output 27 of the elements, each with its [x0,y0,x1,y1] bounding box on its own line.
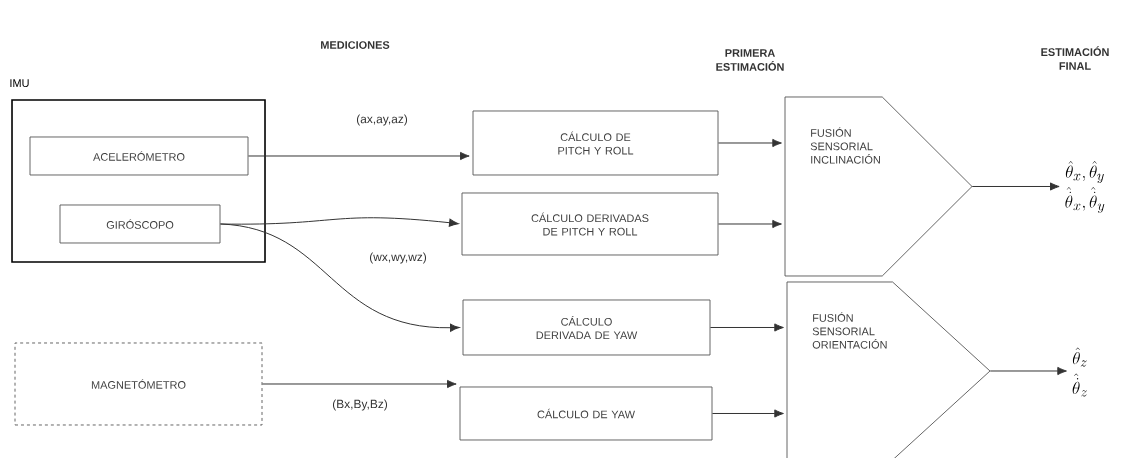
output-formula: $\hat{\theta}_x, \hat{\theta}_y$ $\hat{\dot{\theta}}_x, \hat{\dot{\theta}}_y$ [1065,161,1105,213]
process-box: CÁLCULO DERIVADAS DE PITCH Y ROLL [461,192,719,256]
process-box: CÁLCULO DE YAW [459,386,713,441]
edge-label: (wx,wy,wz) [368,251,428,265]
arrow [219,223,460,332]
arrow [711,409,784,418]
arrow [261,379,457,389]
sensor-box: MAGNETÓMETRO [14,342,263,426]
process-box: CÁLCULO DE PITCH Y ROLL [472,110,719,176]
sensor-box: ACELERÓMETRO [29,136,249,176]
edge-label: (ax,ay,az) [355,113,409,127]
column-heading: PRIMERA ESTIMACIÓN [716,49,784,71]
process-box: CÁLCULO DERIVADA DE YAW [462,299,711,356]
output-formula: $\hat{\theta}_z$ $\hat{\dot{\theta}}_z$ [1072,347,1087,397]
arrow [247,151,470,161]
column-heading: MEDICIONES [321,41,390,49]
fusion-block: FUSIÓN SENSORIAL INCLINACIÓN [784,96,973,277]
sensor-box: GIRÓSCOPO [59,204,221,244]
arrow [717,138,782,148]
edge-label: (Bx,By,Bz) [331,398,389,412]
arrow [989,366,1067,376]
arrow [717,219,782,229]
column-heading: ESTIMACIÓN FINAL [1041,46,1109,70]
arrow [709,323,784,332]
fusion-block: FUSIÓN SENSORIAL ORIENTACIÓN [786,281,991,458]
arrow [971,182,1060,191]
node-label: IMU [10,79,29,87]
